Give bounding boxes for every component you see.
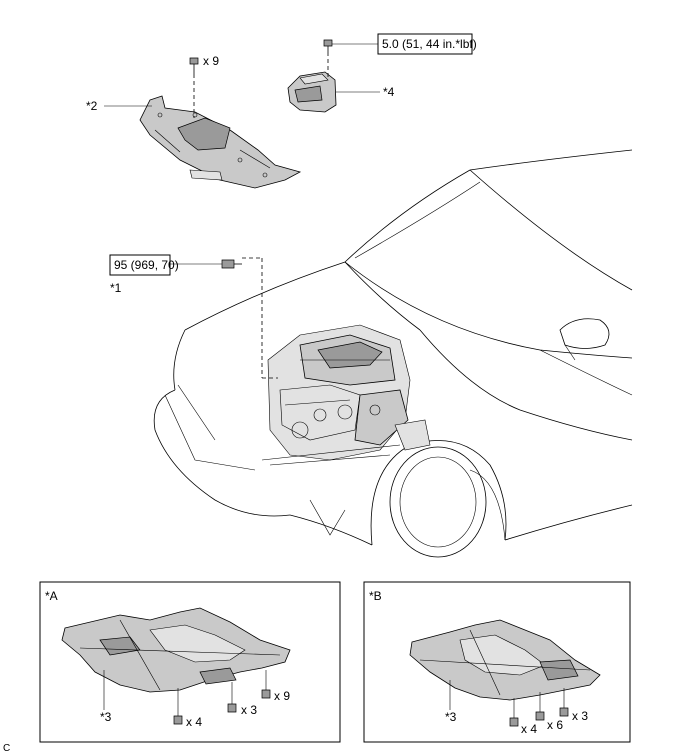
corner-mark: C bbox=[3, 743, 10, 754]
vehicle-outline bbox=[153, 149, 633, 558]
inset-b-part-label-3: *3 bbox=[445, 710, 457, 724]
quantity-label-cover-bolts: x 9 bbox=[203, 54, 219, 68]
engine-cover bbox=[139, 57, 302, 189]
inset-b-quantity-3: x 3 bbox=[572, 709, 588, 723]
inset-a-label: *A bbox=[45, 589, 58, 603]
inset-b-quantity-1: x 4 bbox=[521, 722, 537, 736]
torque-label-engine: 95 (969, 70) bbox=[114, 258, 179, 272]
engine-assembly bbox=[261, 324, 431, 466]
torque-box-cover-bolt bbox=[377, 33, 473, 55]
inset-a-quantity-1: x 4 bbox=[186, 715, 202, 729]
inset-a-quantity-2: x 3 bbox=[241, 703, 257, 717]
part-label-1: *1 bbox=[110, 281, 122, 295]
part-label-4: *4 bbox=[383, 85, 395, 99]
inset-a-quantity-3: x 9 bbox=[274, 689, 290, 703]
inset-b: *B *3 x 4 x 6 x 3 bbox=[363, 581, 631, 743]
torque-label-cover-bolt: 5.0 (51, 44 in.*lbf) bbox=[382, 37, 477, 51]
engine-mount-bracket bbox=[287, 39, 380, 113]
inset-b-quantity-2: x 6 bbox=[547, 718, 563, 732]
torque-box-engine bbox=[109, 254, 171, 276]
engine-mount-bolt bbox=[170, 257, 278, 379]
inset-a: *A *3 x 4 x 3 x 9 bbox=[39, 581, 341, 743]
part-label-2: *2 bbox=[86, 99, 98, 113]
inset-a-part-label-3: *3 bbox=[100, 710, 112, 724]
inset-b-label: *B bbox=[369, 589, 382, 603]
